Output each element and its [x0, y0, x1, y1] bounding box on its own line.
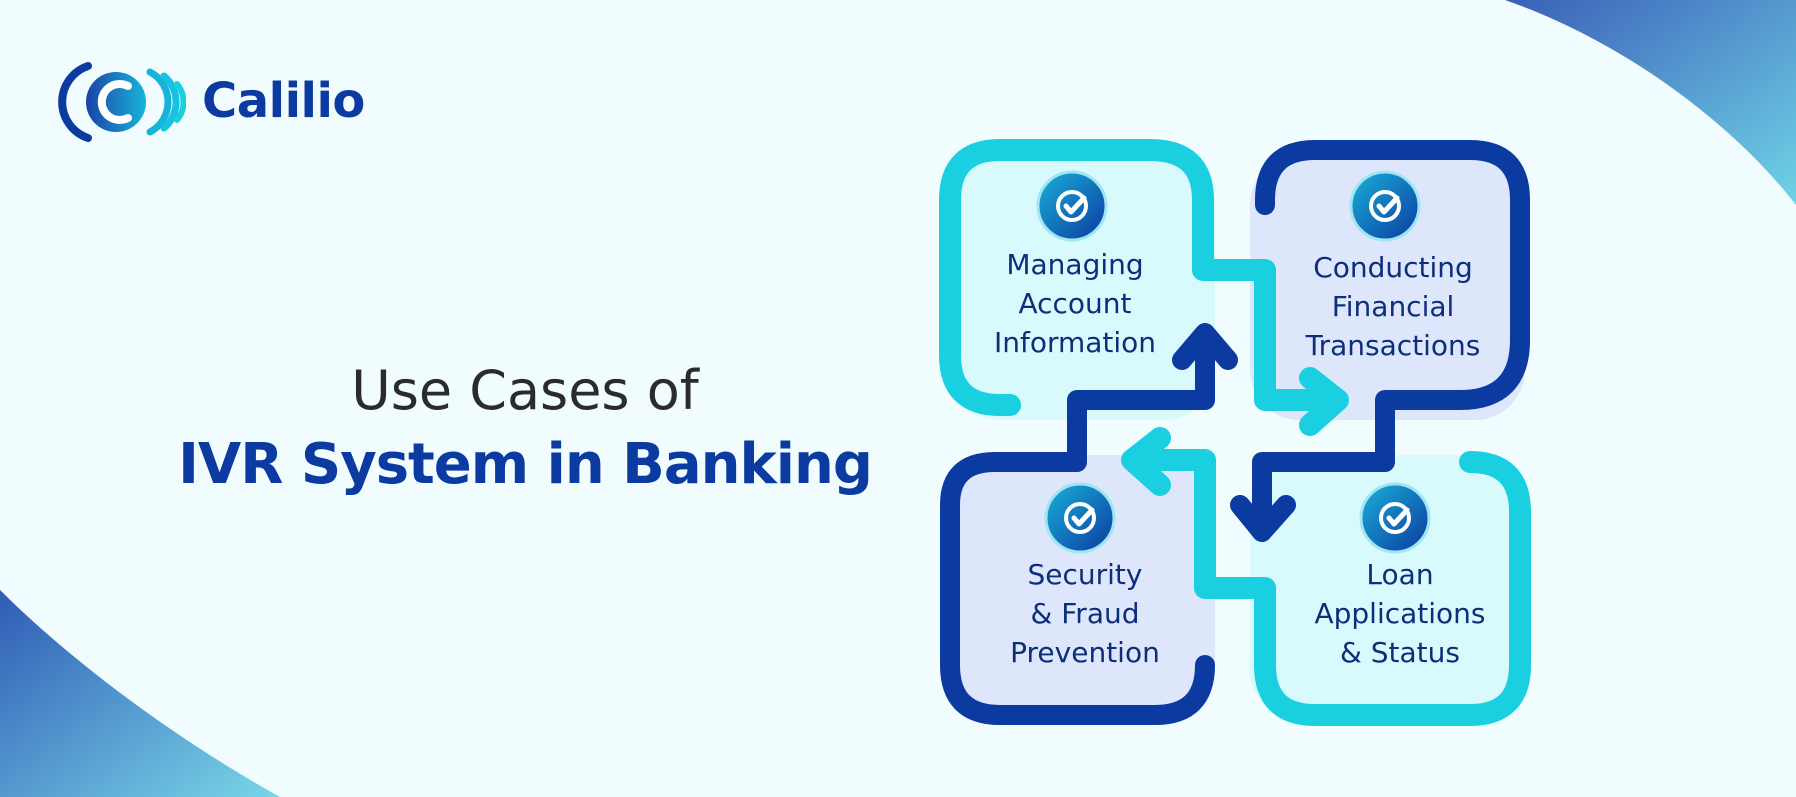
card-label-line: Transactions: [1305, 329, 1481, 362]
card-1-fill: [950, 155, 1215, 420]
brand-logo[interactable]: Calilio: [58, 56, 365, 146]
card-label-line: Financial: [1331, 290, 1455, 323]
card-label-line: Account: [1018, 287, 1132, 320]
card-label-line: Conducting: [1313, 251, 1473, 284]
card-loan-applications-status: Loan Applications & Status: [1285, 555, 1515, 672]
card-2-fill: [1250, 155, 1525, 420]
check-circle-icon: [1036, 170, 1108, 242]
card-label-line: Prevention: [1010, 636, 1160, 669]
check-circle-icon: [1044, 482, 1116, 554]
card-label-line: Managing: [1006, 248, 1144, 281]
connector-blue-right: [1252, 140, 1530, 535]
headline-line-2: IVR System in Banking: [178, 432, 873, 497]
bottom-left-arc: [0, 590, 280, 797]
card-label-line: Loan: [1366, 558, 1434, 591]
card-label-line: & Fraud: [1030, 597, 1140, 630]
headline-line-1: Use Cases of: [351, 359, 699, 422]
check-circle-icon: [1359, 482, 1431, 554]
connector-cyan-bottom: [1127, 449, 1531, 726]
card-security-fraud-prevention: Security & Fraud Prevention: [975, 555, 1195, 672]
arrowhead-blue-down: [1230, 495, 1296, 542]
check-circle-icon: [1349, 170, 1421, 242]
card-label-line: & Status: [1340, 636, 1460, 669]
card-label-line: Security: [1027, 558, 1143, 591]
card-label-line: Information: [993, 326, 1157, 359]
top-right-arc: [1505, 0, 1796, 205]
arrowhead-cyan-left: [1121, 427, 1171, 496]
calilio-logo-icon: [58, 62, 186, 142]
connector-cyan-top: [939, 139, 1341, 416]
card-label-line: Applications: [1314, 597, 1486, 630]
connector-blue-left: [940, 330, 1215, 725]
card-3-fill: [950, 455, 1215, 720]
card-managing-account-information: Managing Account Information: [965, 245, 1185, 362]
card-conducting-financial-transactions: Conducting Financial Transactions: [1278, 248, 1508, 365]
brand-name: Calilio: [202, 73, 365, 129]
card-4-fill: [1250, 455, 1525, 720]
arrowhead-cyan-right: [1299, 367, 1349, 436]
headline: Use Cases of IVR System in Banking: [150, 355, 900, 503]
arrowhead-blue-up: [1172, 323, 1238, 370]
